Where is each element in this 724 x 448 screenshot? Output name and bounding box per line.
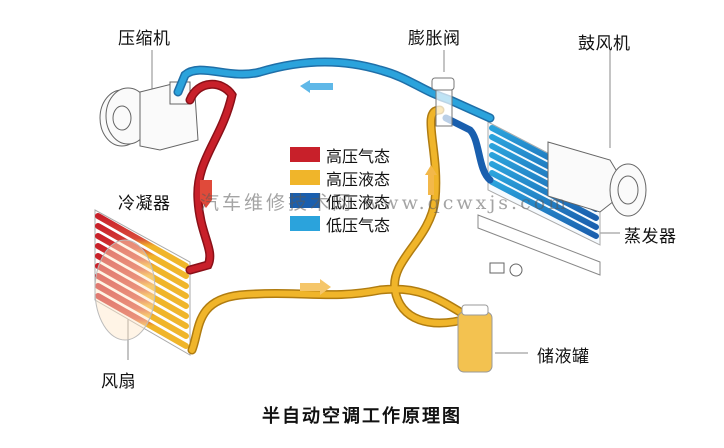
evaporator-tube [489, 161, 599, 221]
pipe-low-pressure-liquid [442, 114, 494, 184]
legend-swatch [290, 170, 320, 185]
condenser-tube [95, 283, 189, 339]
flow-arrow-high-liquid [300, 279, 331, 295]
legend-item: 高压液态 [290, 166, 390, 189]
condenser-tube [95, 243, 189, 299]
label-receiver-drier: 储液罐 [537, 347, 590, 367]
label-blower: 鼓风机 [578, 34, 631, 54]
diagram-title: 半自动空调工作原理图 [262, 406, 462, 427]
fan [94, 239, 156, 341]
legend-label: 低压气态 [326, 215, 391, 235]
compressor [99, 81, 199, 151]
condenser-tube [95, 263, 189, 319]
legend-label: 高压气态 [326, 146, 391, 166]
temperature-sensor [489, 262, 523, 277]
legend-swatch [290, 216, 320, 231]
condenser [94, 209, 191, 356]
condenser-tube [95, 213, 189, 269]
legend-swatch [290, 147, 320, 162]
legend: 高压气态 高压液态 低压液态 低压气态 [290, 143, 390, 235]
legend-item: 低压气态 [290, 212, 390, 235]
label-fan: 风扇 [101, 372, 136, 392]
label-evaporator: 蒸发器 [624, 227, 677, 247]
condenser-tube [95, 293, 189, 349]
legend-item: 高压气态 [290, 143, 390, 166]
blower [547, 141, 647, 217]
flow-arrow-up-liquid [425, 165, 437, 195]
legend-label: 低压液态 [326, 192, 391, 212]
expansion-valve [431, 77, 455, 127]
legend-swatch [290, 193, 320, 208]
condenser-tube [95, 253, 189, 309]
label-expansion-valve: 膨胀阀 [408, 29, 461, 49]
label-condenser: 冷凝器 [118, 194, 171, 214]
watermark: 汽车维修技术网 www.qcwxjs.com [200, 192, 570, 214]
receiver-drier [457, 304, 493, 373]
evaporator-tube [489, 179, 599, 239]
legend-item: 低压液态 [290, 189, 390, 212]
flow-arrow-low-gas [300, 80, 333, 93]
condenser-tube [95, 273, 189, 329]
label-compressor: 压缩机 [118, 29, 171, 49]
evaporator [477, 121, 601, 277]
flow-arrow-red [200, 180, 212, 208]
condenser-tube [95, 223, 189, 279]
legend-label: 高压液态 [326, 169, 391, 189]
evaporator-tube [489, 170, 599, 230]
